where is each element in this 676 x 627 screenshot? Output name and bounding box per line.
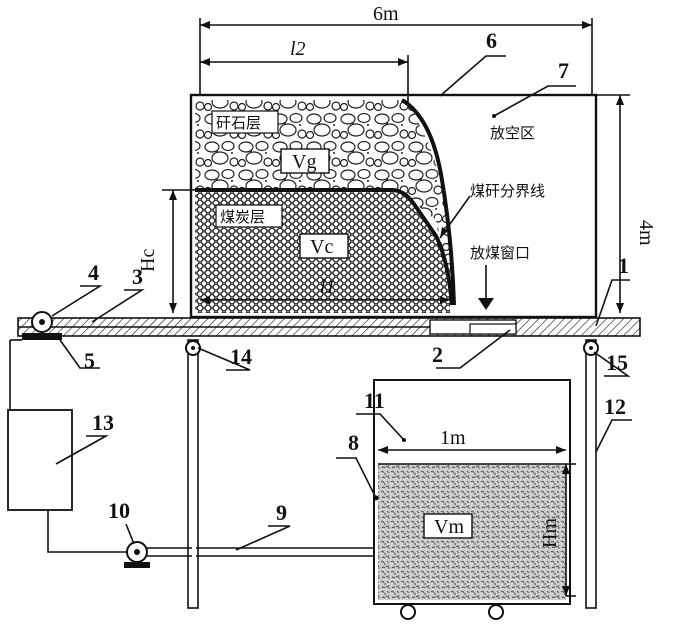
motor-base (22, 333, 62, 340)
part-6: 6 (486, 28, 497, 53)
part-5: 5 (84, 348, 95, 373)
part-3: 3 (132, 264, 143, 289)
part-1: 1 (618, 253, 629, 278)
tank-wheel-right (489, 605, 503, 619)
vc-label: Vc (310, 236, 333, 258)
label-hm: Hm (539, 518, 561, 548)
vm-label: Vm (434, 516, 464, 538)
label-l2: l2 (290, 38, 306, 60)
goaf-label: 放空区 (490, 124, 535, 142)
label-4m: 4m (635, 220, 657, 246)
part-12: 12 (604, 394, 626, 419)
part-14: 14 (230, 344, 252, 369)
vg-label: Vg (292, 151, 316, 173)
window-label: 放煤窗口 (470, 244, 530, 262)
label-l1: l1 (320, 276, 336, 298)
pump-base (124, 562, 150, 568)
part-4: 4 (88, 260, 99, 285)
support-right (586, 340, 596, 608)
tank-wheel-left (401, 605, 415, 619)
boundary-label: 煤矸分界线 (470, 182, 545, 200)
gate-plate (470, 324, 516, 334)
support-left (188, 340, 198, 608)
gangue-layer-label: 矸石层 (216, 114, 261, 132)
part-9: 9 (276, 500, 287, 525)
part-7: 7 (558, 58, 569, 83)
dimension-6m: 6m (200, 3, 592, 95)
part-13: 13 (92, 410, 114, 435)
part-2: 2 (432, 342, 443, 367)
part-10: 10 (108, 498, 130, 523)
label-6m: 6m (373, 3, 399, 25)
label-1m: 1m (440, 427, 466, 449)
part-11: 11 (364, 388, 385, 413)
part-8: 8 (348, 430, 359, 455)
coal-layer-label: 煤炭层 (220, 208, 265, 226)
